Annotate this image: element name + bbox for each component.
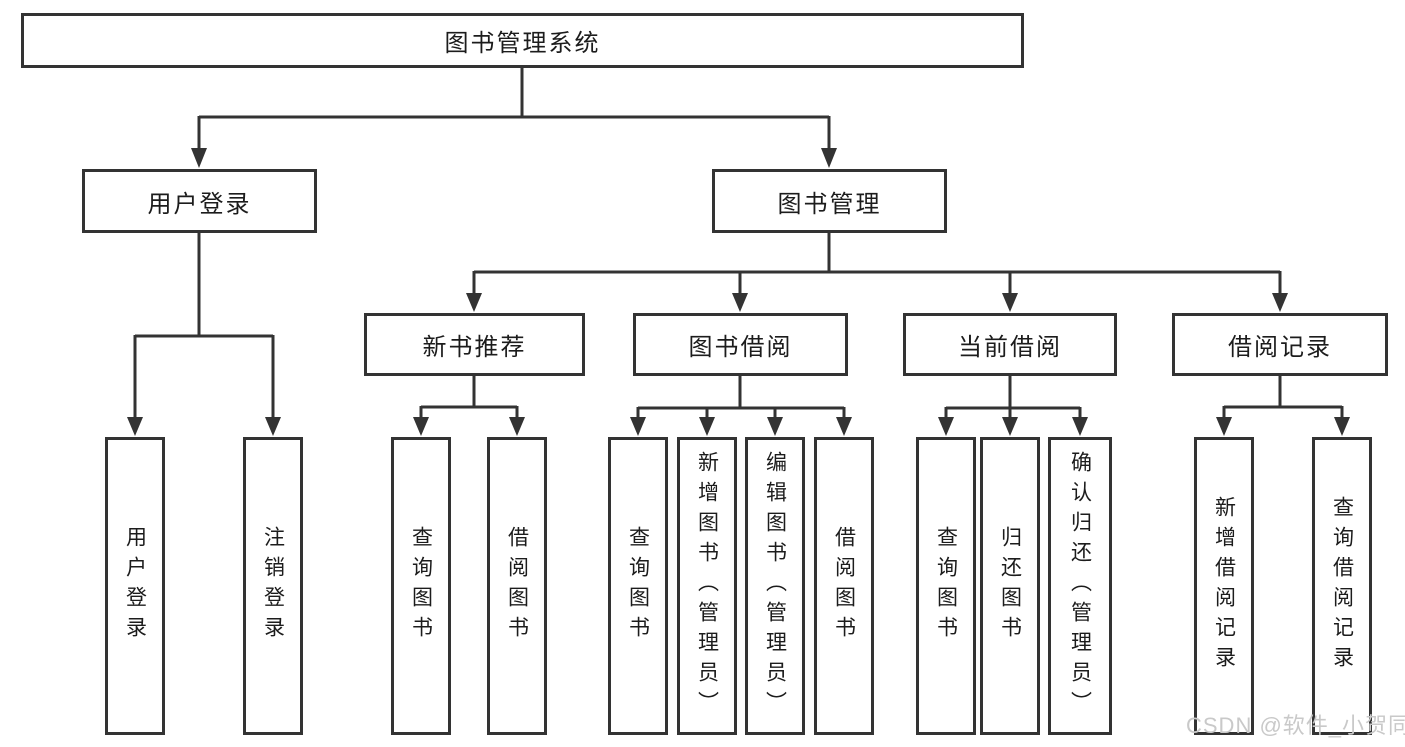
node-root: 图书管理系统 [21,13,1024,68]
leaf-borrow-books: 借阅图书 [814,437,874,735]
node-book-management: 图书管理 [712,169,947,233]
node-book-borrow-label: 图书借阅 [688,334,793,361]
leaf-query-books-recommend: 查询图书 [391,437,451,735]
leaf-logout-login: 注销登录 [243,437,303,735]
node-borrow-records: 借阅记录 [1172,313,1388,376]
leaf-add-book-admin: 新增图书（管理员） [677,437,737,735]
watermark-text: CSDN @软件_小贺同学 [1186,713,1405,738]
leaf-user-login: 用户登录 [105,437,165,735]
node-book-management-label: 图书管理 [777,190,882,218]
node-user-login: 用户登录 [82,169,317,233]
leaf-query-books-borrow: 查询图书 [608,437,668,735]
node-user-login-label: 用户登录 [147,190,252,218]
leaf-return-books: 归还图书 [980,437,1040,735]
leaf-borrow-books-recommend: 借阅图书 [487,437,547,735]
leaf-edit-book-admin: 编辑图书（管理员） [745,437,805,735]
node-current-borrow-label: 当前借阅 [958,334,1062,361]
node-new-book-recommend-label: 新书推荐 [422,334,527,361]
node-book-borrow: 图书借阅 [633,313,848,376]
node-root-label: 图书管理系统 [444,30,601,57]
node-borrow-records-label: 借阅记录 [1228,334,1332,361]
leaf-query-borrow-record: 查询借阅记录 [1312,437,1372,735]
leaf-query-books-current: 查询图书 [916,437,976,735]
node-new-book-recommend: 新书推荐 [364,313,585,376]
leaf-add-borrow-record: 新增借阅记录 [1194,437,1254,735]
node-current-borrow: 当前借阅 [903,313,1117,376]
leaf-confirm-return-admin: 确认归还（管理员） [1048,437,1112,735]
